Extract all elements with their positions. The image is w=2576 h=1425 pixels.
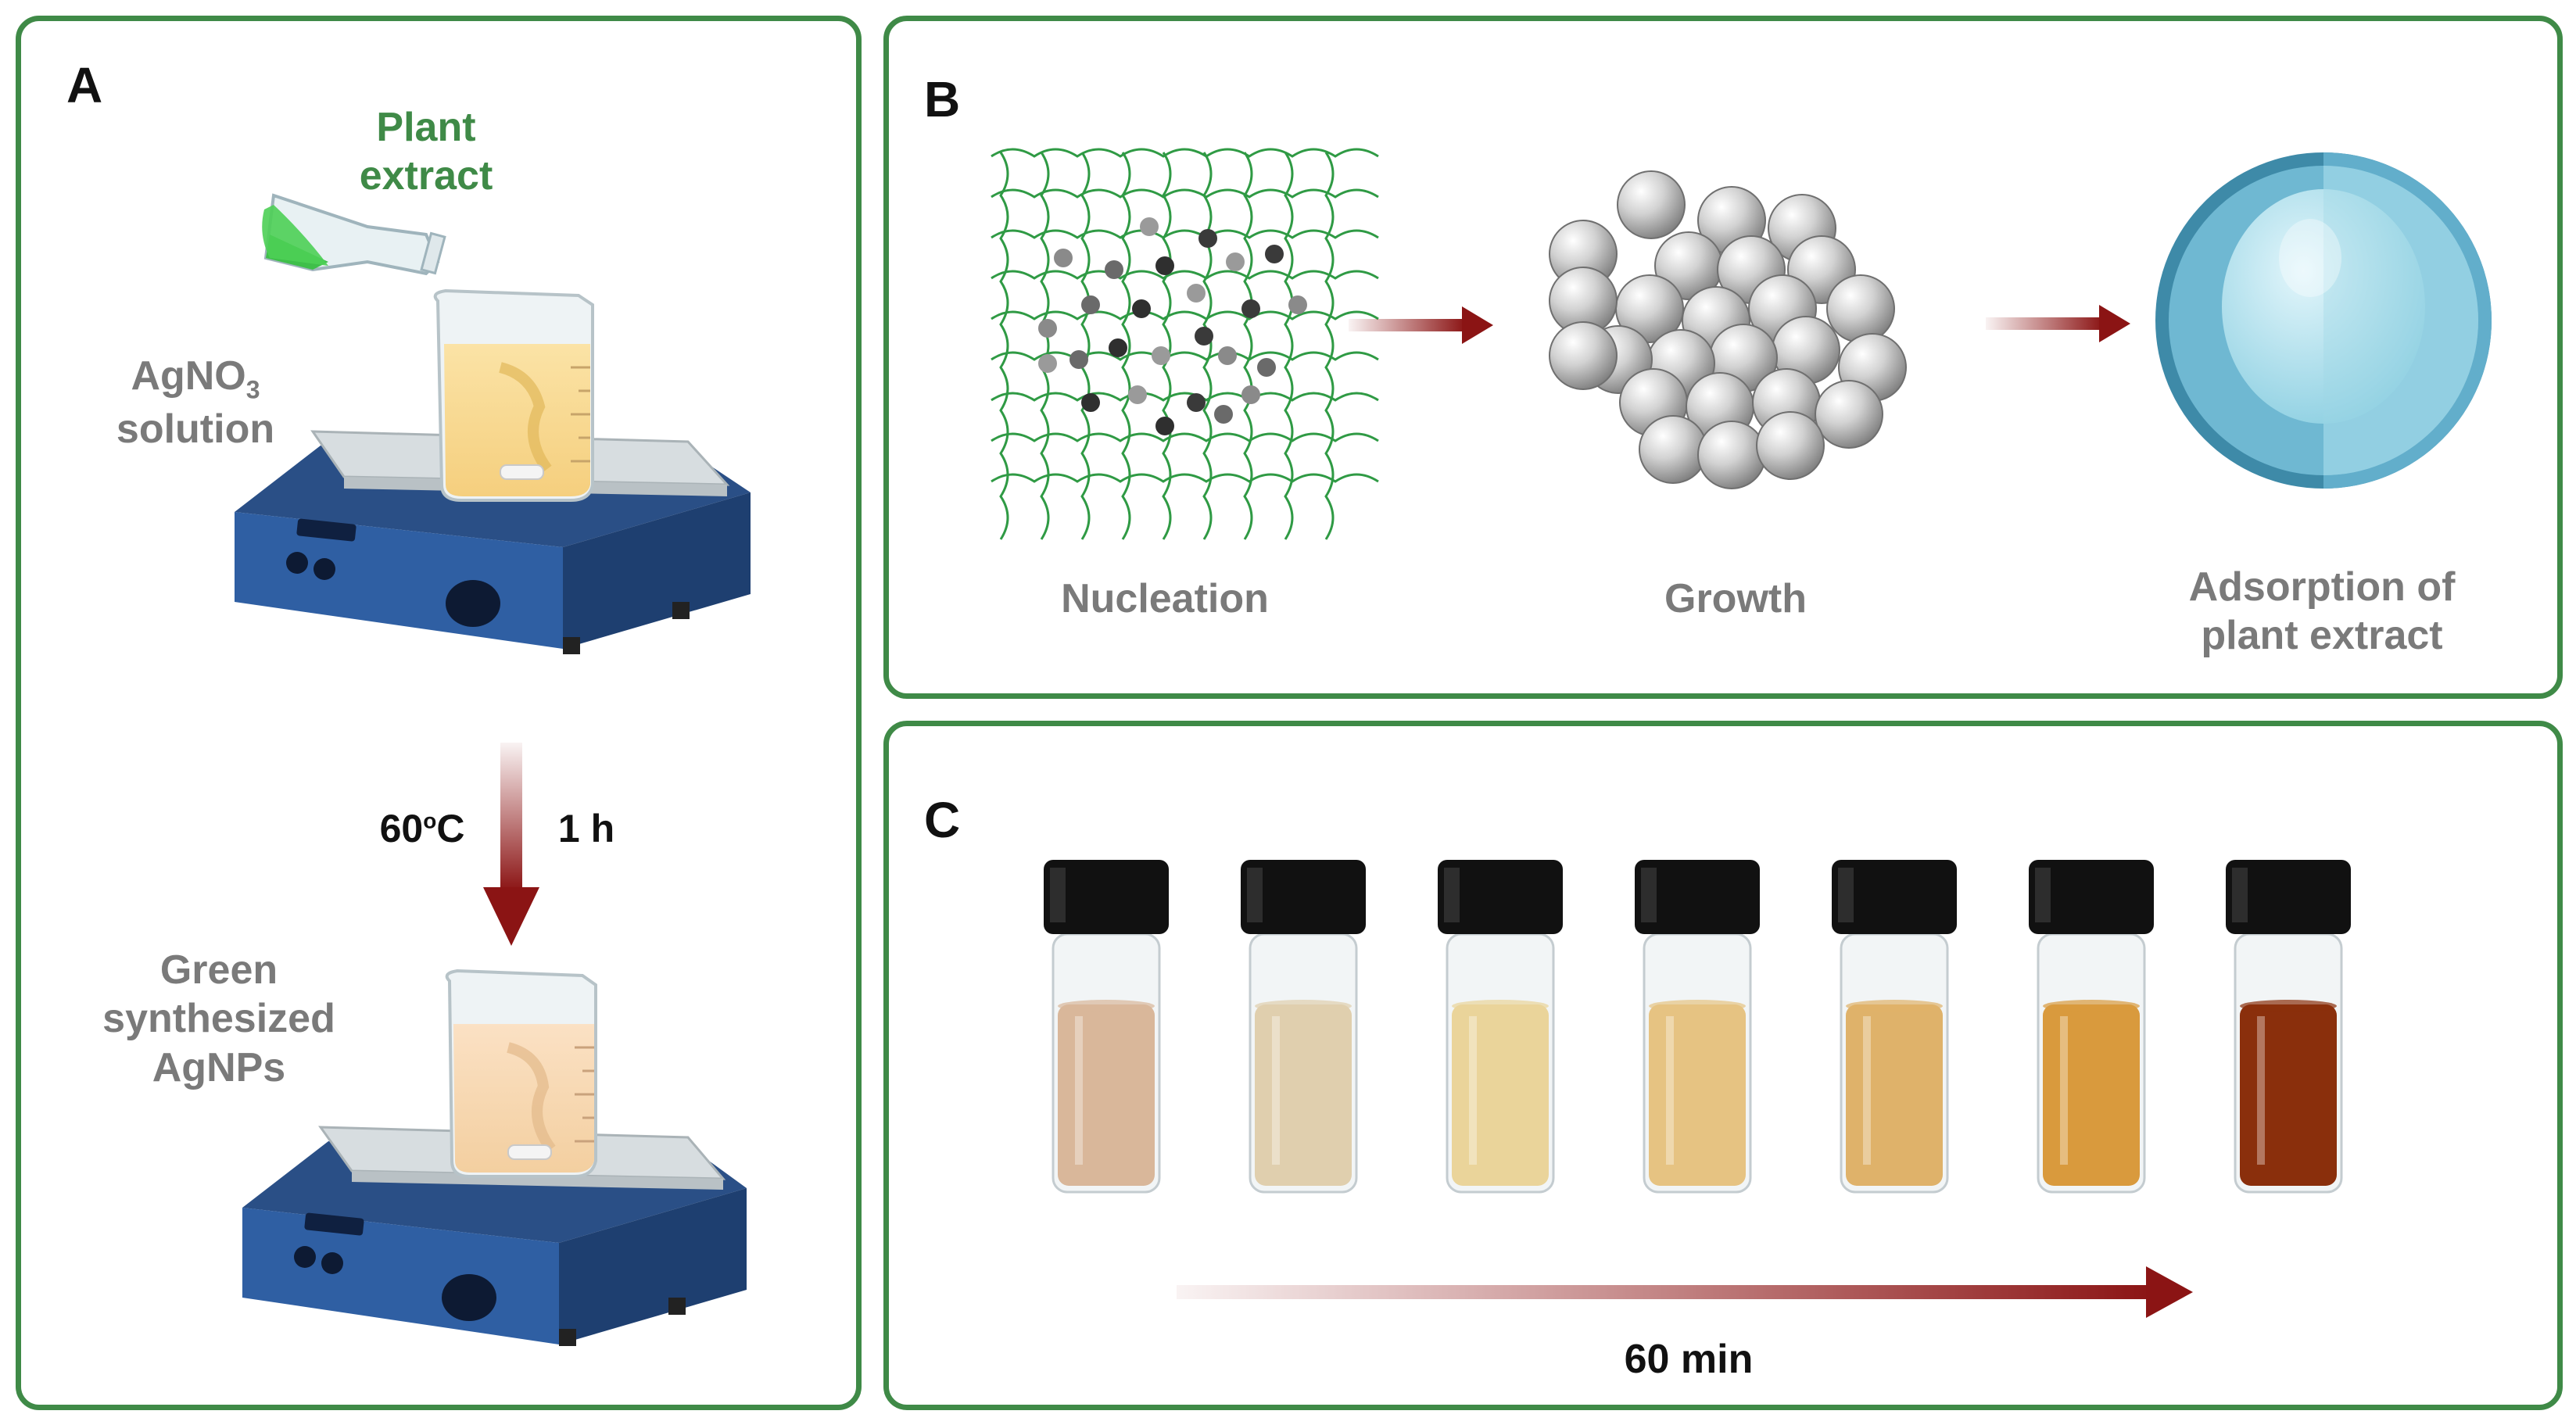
vial-icon [1241,860,1366,1194]
vial-cap [1438,860,1563,934]
vial-liquid [1846,1004,1943,1186]
nanoparticle-sphere [1815,380,1883,449]
vial-icon [2029,860,2154,1194]
nucleus-dot [1069,350,1088,369]
vial-icon [1044,860,1169,1194]
vial-cap [1044,860,1169,934]
nucleus-dot [1152,346,1170,365]
nucleus-dot [1128,385,1147,404]
stage-label-nucleation: Nucleation [1061,576,1269,621]
temperature-label: 60oC [379,807,465,850]
nucleus-dot [1038,319,1057,338]
nucleus-dot [1226,252,1245,271]
nanoparticle-sphere [1756,411,1825,480]
nucleus-dot [1105,260,1123,279]
nucleus-dot [1241,385,1260,404]
beaker-icon [433,288,594,502]
nucleus-dot [1081,393,1100,412]
nucleus-dot [1241,299,1260,318]
coated-nanoparticle-icon [2155,152,2492,489]
vial-row [1044,860,2351,1194]
nucleus-dot [1140,217,1159,236]
stage-arrow-1 [1349,306,1493,344]
vial-cap [1635,860,1760,934]
nucleus-dot [1257,358,1276,377]
agno3-solution-label: AgNO3 solution [116,353,275,452]
nucleus-dot [1198,229,1217,248]
nucleus-dot [1155,417,1174,435]
duration-label: 1 h [557,807,615,850]
vial-icon [2226,860,2351,1194]
vial-liquid [1649,1004,1746,1186]
stage-label-adsorption: Adsorption of plant extract [2188,564,2456,659]
vial-liquid [1452,1004,1549,1186]
nucleus-dot [1214,405,1233,424]
nanoparticle-cluster-icon [1549,170,1907,489]
panel-c-letter: C [924,792,961,848]
nucleation-mesh [991,148,1379,540]
stage-label-growth: Growth [1664,576,1807,621]
vial-cap [1832,860,1957,934]
time-arrow [1177,1266,2193,1318]
nucleus-dot [1132,299,1151,318]
nucleus-dot [1288,295,1307,314]
nanoparticle-sphere [1617,170,1686,239]
nanoparticle-sphere [1639,415,1707,484]
nucleus-dot [1187,393,1206,412]
vial-liquid [1255,1004,1352,1186]
vial-liquid [1058,1004,1155,1186]
beaker-icon [445,968,597,1178]
nucleus-dot [1109,338,1127,357]
vial-cap [2029,860,2154,934]
vial-icon [1635,860,1760,1194]
time-label: 60 min [1624,1337,1754,1382]
nucleus-dot [1054,249,1073,267]
nucleus-dot [1265,245,1284,263]
nucleus-dot [1218,346,1237,365]
reaction-arrow [483,743,539,946]
vial-cap [2226,860,2351,934]
nanoparticle-sphere [1549,321,1618,390]
nucleus-dot [1155,256,1174,275]
nanoparticle-sphere [1826,274,1895,343]
vial-cap [1241,860,1366,934]
product-label: Green synthesized AgNPs [102,947,335,1090]
nucleus-dot [1038,354,1057,373]
nucleus-dot [1081,295,1100,314]
erlenmeyer-flask-icon [262,193,446,276]
plant-extract-label: Plant extract [359,105,493,199]
vial-liquid [2043,1004,2140,1186]
nucleus-dot [1187,284,1206,303]
stage-arrow-2 [1986,305,2130,342]
panel-a-letter: A [66,57,103,113]
panel-b-letter: B [924,71,961,127]
vial-icon [1438,860,1563,1194]
nucleus-dot [1195,327,1213,346]
vial-icon [1832,860,1957,1194]
vial-liquid [2240,1004,2337,1186]
nanoparticle-sphere [1697,421,1766,489]
